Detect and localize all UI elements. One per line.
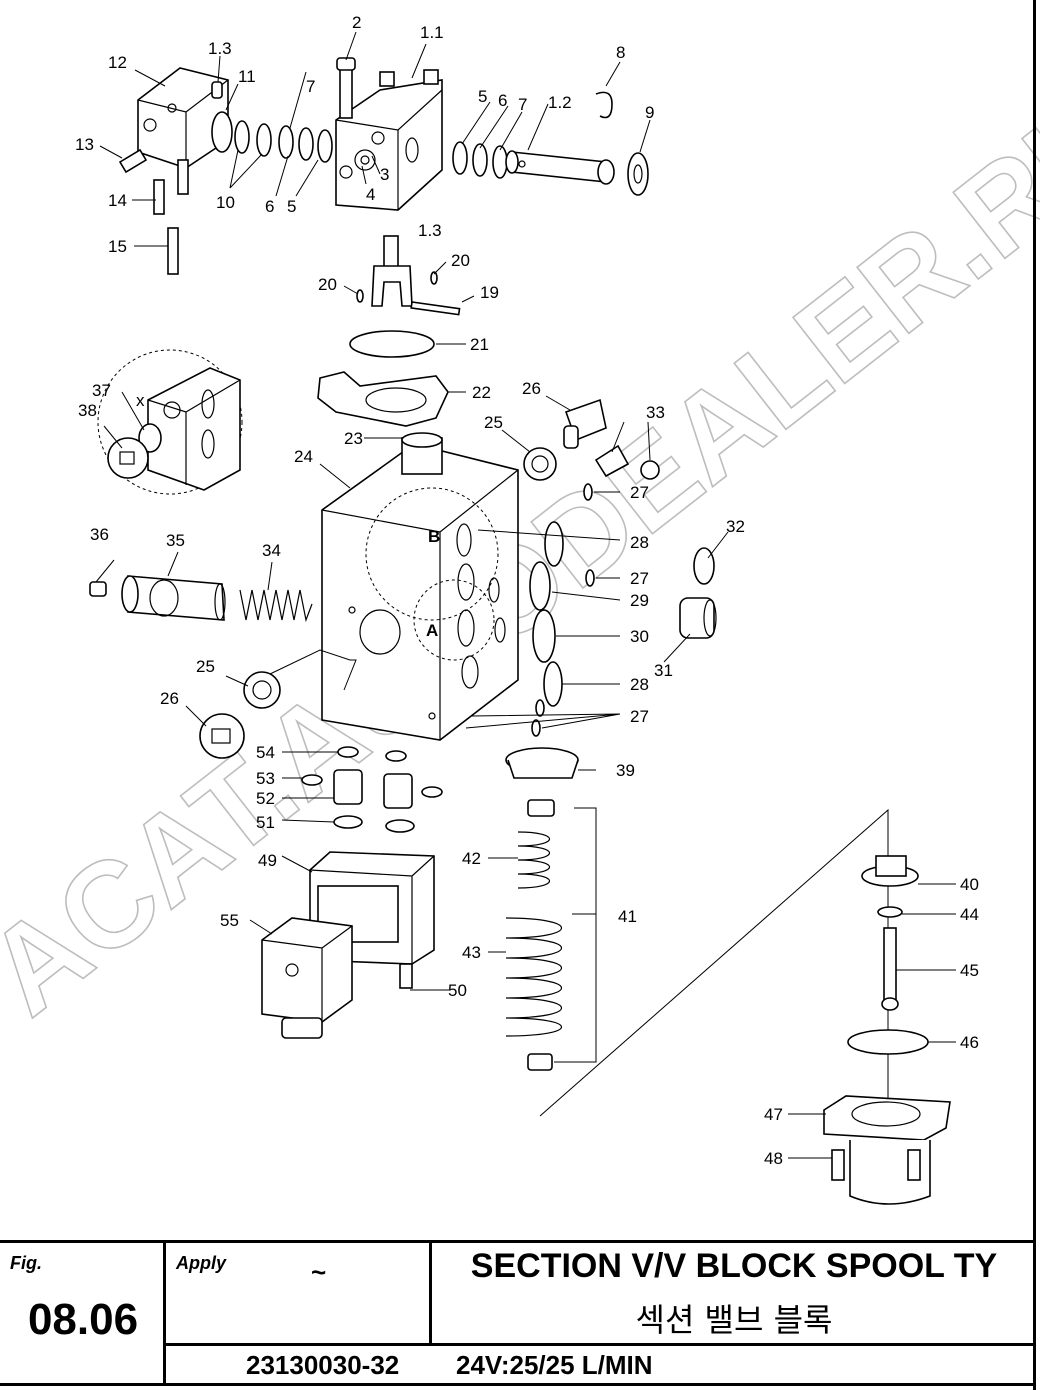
callout-27-a: 27 (630, 483, 649, 502)
detail-view-x (97, 349, 243, 495)
callout-22: 22 (472, 383, 491, 402)
callout-34: 34 (262, 541, 281, 560)
callout-40: 40 (960, 875, 979, 894)
spring-group (505, 747, 579, 1071)
callout-23: 23 (344, 429, 363, 448)
callout-24: 24 (294, 447, 313, 466)
callout-2: 2 (352, 13, 361, 32)
callout-41: 41 (618, 907, 637, 926)
detail-mark-x: x (136, 391, 145, 410)
callout-55: 55 (220, 911, 239, 930)
exploded-parts-diagram: ACAT.AUTODEALER.RU (0, 13, 1040, 1205)
callout-25-top: 25 (484, 413, 503, 432)
callout-6-right: 6 (498, 91, 507, 110)
callout-19: 19 (480, 283, 499, 302)
callout-37: 37 (92, 381, 111, 400)
callout-1-2: 1.2 (548, 93, 572, 112)
callout-48: 48 (764, 1149, 783, 1168)
callout-14: 14 (108, 191, 127, 210)
callout-1-3-lever: 1.3 (418, 221, 442, 240)
callout-53: 53 (256, 769, 275, 788)
callout-10: 10 (216, 193, 235, 212)
callout-42: 42 (462, 849, 481, 868)
callout-1-3-top: 1.3 (208, 39, 232, 58)
callout-3: 3 (380, 165, 389, 184)
callout-31: 31 (654, 661, 673, 680)
callout-54: 54 (256, 743, 275, 762)
cover-group (539, 808, 951, 1205)
main-valve-block (321, 432, 519, 741)
callout-29: 29 (630, 591, 649, 610)
callout-5-left: 5 (287, 197, 296, 216)
leader-lines (95, 31, 956, 1159)
callout-26-bottom: 26 (160, 689, 179, 708)
callout-25-bottom: 25 (196, 657, 215, 676)
callout-47: 47 (764, 1105, 783, 1124)
side-parts (89, 398, 717, 759)
part-number-row: 23130030-32 24V:25/25 L/MIN (166, 1343, 1036, 1386)
spec-text: 24V:25/25 L/MIN (456, 1350, 653, 1380)
callout-12: 12 (108, 53, 127, 72)
callout-36: 36 (90, 525, 109, 544)
callout-15: 15 (108, 237, 127, 256)
callout-28-b: 28 (630, 675, 649, 694)
title-block: Fig. 08.06 Apply ~ SECTION V/V BLOCK SPO… (0, 1240, 1036, 1386)
callout-26-top: 26 (522, 379, 541, 398)
callout-27-c: 27 (630, 707, 649, 726)
frame-border-right (1033, 0, 1036, 1390)
callout-labels: 1.1 1.2 1.3 2 3 4 5 6 7 8 9 10 11 12 13 … (75, 13, 979, 1168)
callout-45: 45 (960, 961, 979, 980)
callout-8: 8 (616, 43, 625, 62)
lever-assembly (317, 235, 461, 427)
callout-32: 32 (726, 517, 745, 536)
callout-1-1: 1.1 (420, 23, 444, 42)
callout-35: 35 (166, 531, 185, 550)
callout-30: 30 (630, 627, 649, 646)
fig-label: Fig. (10, 1253, 42, 1273)
title-cell: SECTION V/V BLOCK SPOOL TY 섹션 밸브 블록 (432, 1243, 1036, 1343)
callout-27-b: 27 (630, 569, 649, 588)
callout-11: 11 (238, 67, 256, 86)
spool-housing-assembly (118, 57, 649, 275)
callout-6-left: 6 (265, 197, 274, 216)
callout-21: 21 (470, 335, 489, 354)
callout-4: 4 (366, 185, 375, 204)
fig-cell: Fig. 08.06 (0, 1243, 166, 1386)
title-korean: 섹션 밸브 블록 (635, 1301, 833, 1339)
part-number: 23130030-32 (246, 1350, 400, 1380)
port-label-b: B (428, 527, 440, 546)
callout-9: 9 (645, 103, 654, 122)
callout-49: 49 (258, 851, 277, 870)
callout-7-left: 7 (306, 77, 315, 96)
callout-20-left: 20 (318, 275, 337, 294)
callout-50: 50 (448, 981, 467, 1000)
callout-7-right: 7 (518, 95, 527, 114)
callout-51: 51 (256, 813, 275, 832)
callout-43: 43 (462, 943, 481, 962)
callout-20-right: 20 (451, 251, 470, 270)
apply-cell: Apply ~ (166, 1243, 432, 1343)
port-label-a: A (426, 621, 438, 640)
callout-39: 39 (616, 761, 635, 780)
apply-value: ~ (311, 1257, 327, 1287)
callout-33: 33 (646, 403, 665, 422)
callout-5-right: 5 (478, 87, 487, 106)
callout-44: 44 (960, 905, 979, 924)
apply-label: Apply (176, 1253, 227, 1273)
fig-number: 08.06 (27, 1295, 139, 1344)
callout-13: 13 (75, 135, 94, 154)
callout-46: 46 (960, 1033, 979, 1052)
title-english: SECTION V/V BLOCK SPOOL TY (470, 1247, 998, 1285)
callout-38: 38 (78, 401, 97, 420)
callout-28-a: 28 (630, 533, 649, 552)
callout-52: 52 (256, 789, 275, 808)
solenoid-group (261, 746, 443, 1039)
